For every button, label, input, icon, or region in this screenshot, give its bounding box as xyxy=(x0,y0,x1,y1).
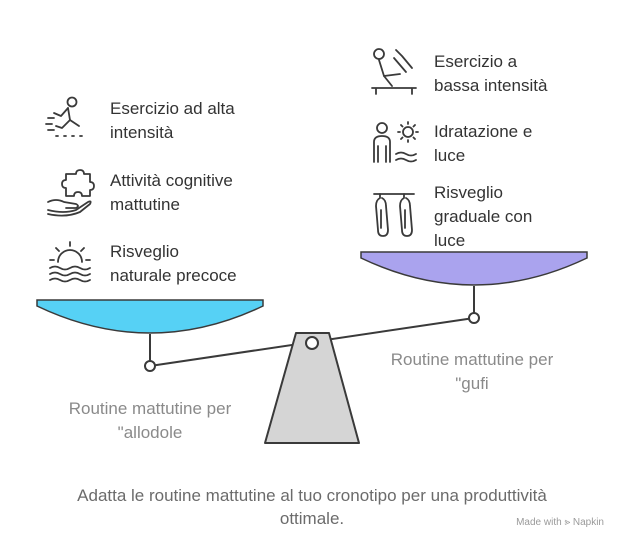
scale-pivot xyxy=(305,336,319,350)
left-item-1-text: Esercizio ad alta intensità xyxy=(110,99,235,142)
right-item-1-text: Esercizio a bassa intensità xyxy=(434,52,548,95)
stretch-bands-icon xyxy=(373,193,415,237)
right-pan xyxy=(360,251,588,286)
person-sun-water-icon xyxy=(373,121,419,163)
left-beam-joint xyxy=(144,360,156,372)
left-pan xyxy=(36,299,264,334)
sunrise-water-icon xyxy=(49,241,91,283)
left-group-label: Routine mattutine per "allodole xyxy=(68,399,232,442)
right-group-label: Routine mattutine per "gufi xyxy=(390,350,554,393)
bottom-caption: Adatta le routine mattutine al tuo crono… xyxy=(77,486,547,528)
left-item-3-text: Risveglio naturale precoce xyxy=(110,242,237,285)
right-beam-joint xyxy=(468,312,480,324)
scale-fulcrum xyxy=(264,332,360,444)
puzzle-hand-icon xyxy=(47,169,95,217)
napkin-brand: Made with ⪢ Napkin xyxy=(516,517,604,528)
jump-exercise-icon xyxy=(45,96,85,137)
stretching-icon xyxy=(371,48,417,95)
right-item-2-text: Idratazione e luce xyxy=(434,122,533,165)
right-item-3-text: Risveglio graduale con luce xyxy=(434,183,533,250)
left-item-2-text: Attività cognitive mattutine xyxy=(110,171,233,214)
